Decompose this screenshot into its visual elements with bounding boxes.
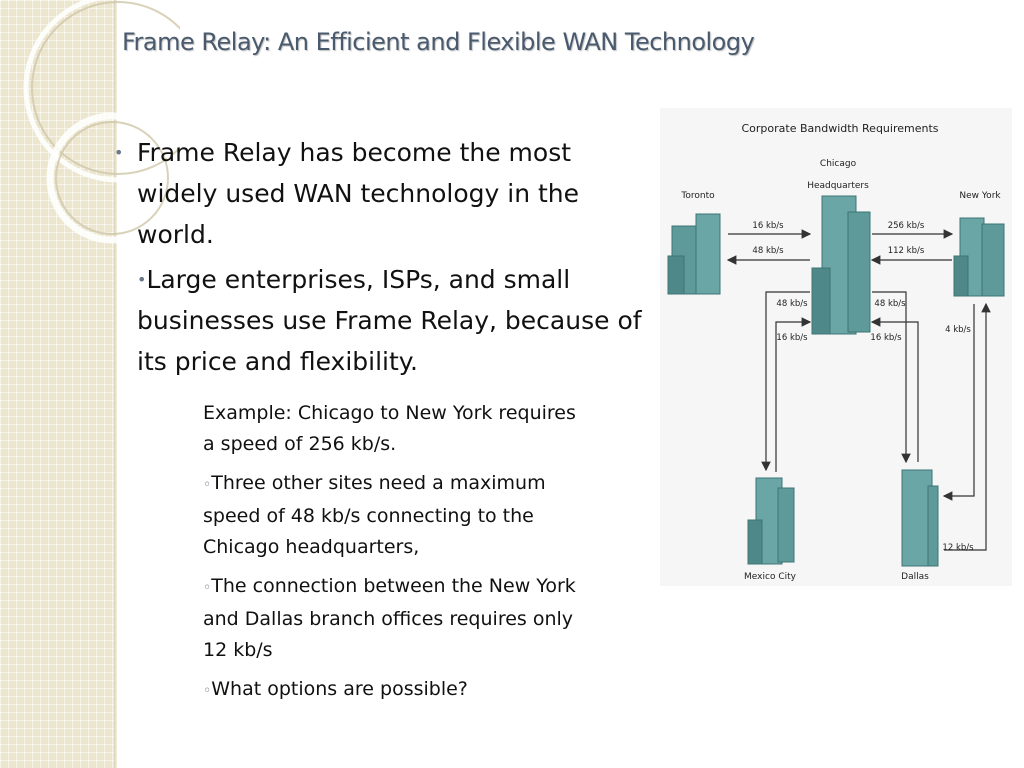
bullet-dot-icon: • xyxy=(137,270,147,289)
building-mexico-city-icon xyxy=(747,477,795,565)
sub-bullet-text: What options are possible? xyxy=(211,678,468,700)
label-hq-to-toronto: 48 kb/s xyxy=(752,246,784,256)
sub-bullet-item: ◦What options are possible? xyxy=(203,674,593,707)
diagram-title: Corporate Bandwidth Requirements xyxy=(741,122,938,135)
label-hq-to-mexico-city: 48 kb/s xyxy=(776,299,808,309)
sub-bullet-item: Example: Chicago to New York requires a … xyxy=(203,398,593,460)
site-label-chicago: Chicago xyxy=(820,159,857,169)
ring-bullet-icon: ◦ xyxy=(203,477,212,493)
label-new-york-to-hq: 112 kb/s xyxy=(888,246,925,256)
link-hq-to-mexico-city xyxy=(761,291,810,472)
site-label-headquarters: Headquarters xyxy=(807,181,869,191)
bullet-item: •Large enterprises, ISPs, and small busi… xyxy=(112,259,652,382)
decorative-circles xyxy=(23,0,180,244)
decorative-side-strip xyxy=(0,0,114,768)
sub-bullet-text: Example: Chicago to New York requires a … xyxy=(203,402,576,455)
ring-bullet-icon: ◦ xyxy=(203,580,212,596)
site-label-dallas: Dallas xyxy=(901,572,929,582)
link-hq-to-dallas xyxy=(872,291,911,464)
building-dallas-icon xyxy=(901,469,939,567)
link-dallas-to-hq xyxy=(870,317,919,462)
site-label-new-york: New York xyxy=(959,191,1001,201)
label-new-york-to-dallas: 4 kb/s xyxy=(945,325,971,335)
label-hq-to-new-york: 256 kb/s xyxy=(888,221,925,231)
label-toronto-to-hq: 16 kb/s xyxy=(752,221,784,231)
building-chicago-hq-icon xyxy=(811,195,871,335)
site-label-toronto: Toronto xyxy=(680,191,715,201)
link-mexico-city-to-hq xyxy=(775,317,812,472)
bullet-text: Large enterprises, ISPs, and small busin… xyxy=(137,265,642,376)
bullet-text: Frame Relay has become the most widely u… xyxy=(137,138,580,249)
sub-bullet-text: Three other sites need a maximum speed o… xyxy=(203,472,546,558)
sub-bullet-item: ◦The connection between the New York and… xyxy=(203,571,593,666)
slide-title: Frame Relay: An Efficient and Flexible W… xyxy=(122,28,755,56)
link-new-york-to-dallas xyxy=(942,304,975,501)
bullet-dot-icon: • xyxy=(114,143,124,162)
sub-bullet-list: Example: Chicago to New York requires a … xyxy=(203,398,593,715)
side-strip-edge xyxy=(114,0,117,768)
site-label-mexico-city: Mexico City xyxy=(744,572,797,582)
bullet-item: • Frame Relay has become the most widely… xyxy=(112,132,652,255)
ring-bullet-icon: ◦ xyxy=(203,683,212,699)
sub-bullet-item: ◦Three other sites need a maximum speed … xyxy=(203,468,593,563)
building-new-york-icon xyxy=(953,217,1005,297)
label-dallas-to-hq: 16 kb/s xyxy=(870,333,902,343)
label-mexico-city-to-hq: 16 kb/s xyxy=(776,333,808,343)
label-dallas-to-new-york: 12 kb/s xyxy=(942,543,974,553)
main-bullet-list: • Frame Relay has become the most widely… xyxy=(112,132,652,386)
sub-bullet-text: The connection between the New York and … xyxy=(203,575,576,661)
label-hq-to-dallas: 48 kb/s xyxy=(874,299,906,309)
building-toronto-icon xyxy=(667,213,721,295)
link-dallas-to-new-york xyxy=(944,302,991,551)
bandwidth-diagram: Corporate Bandwidth Requirements Chicago… xyxy=(660,108,1012,586)
